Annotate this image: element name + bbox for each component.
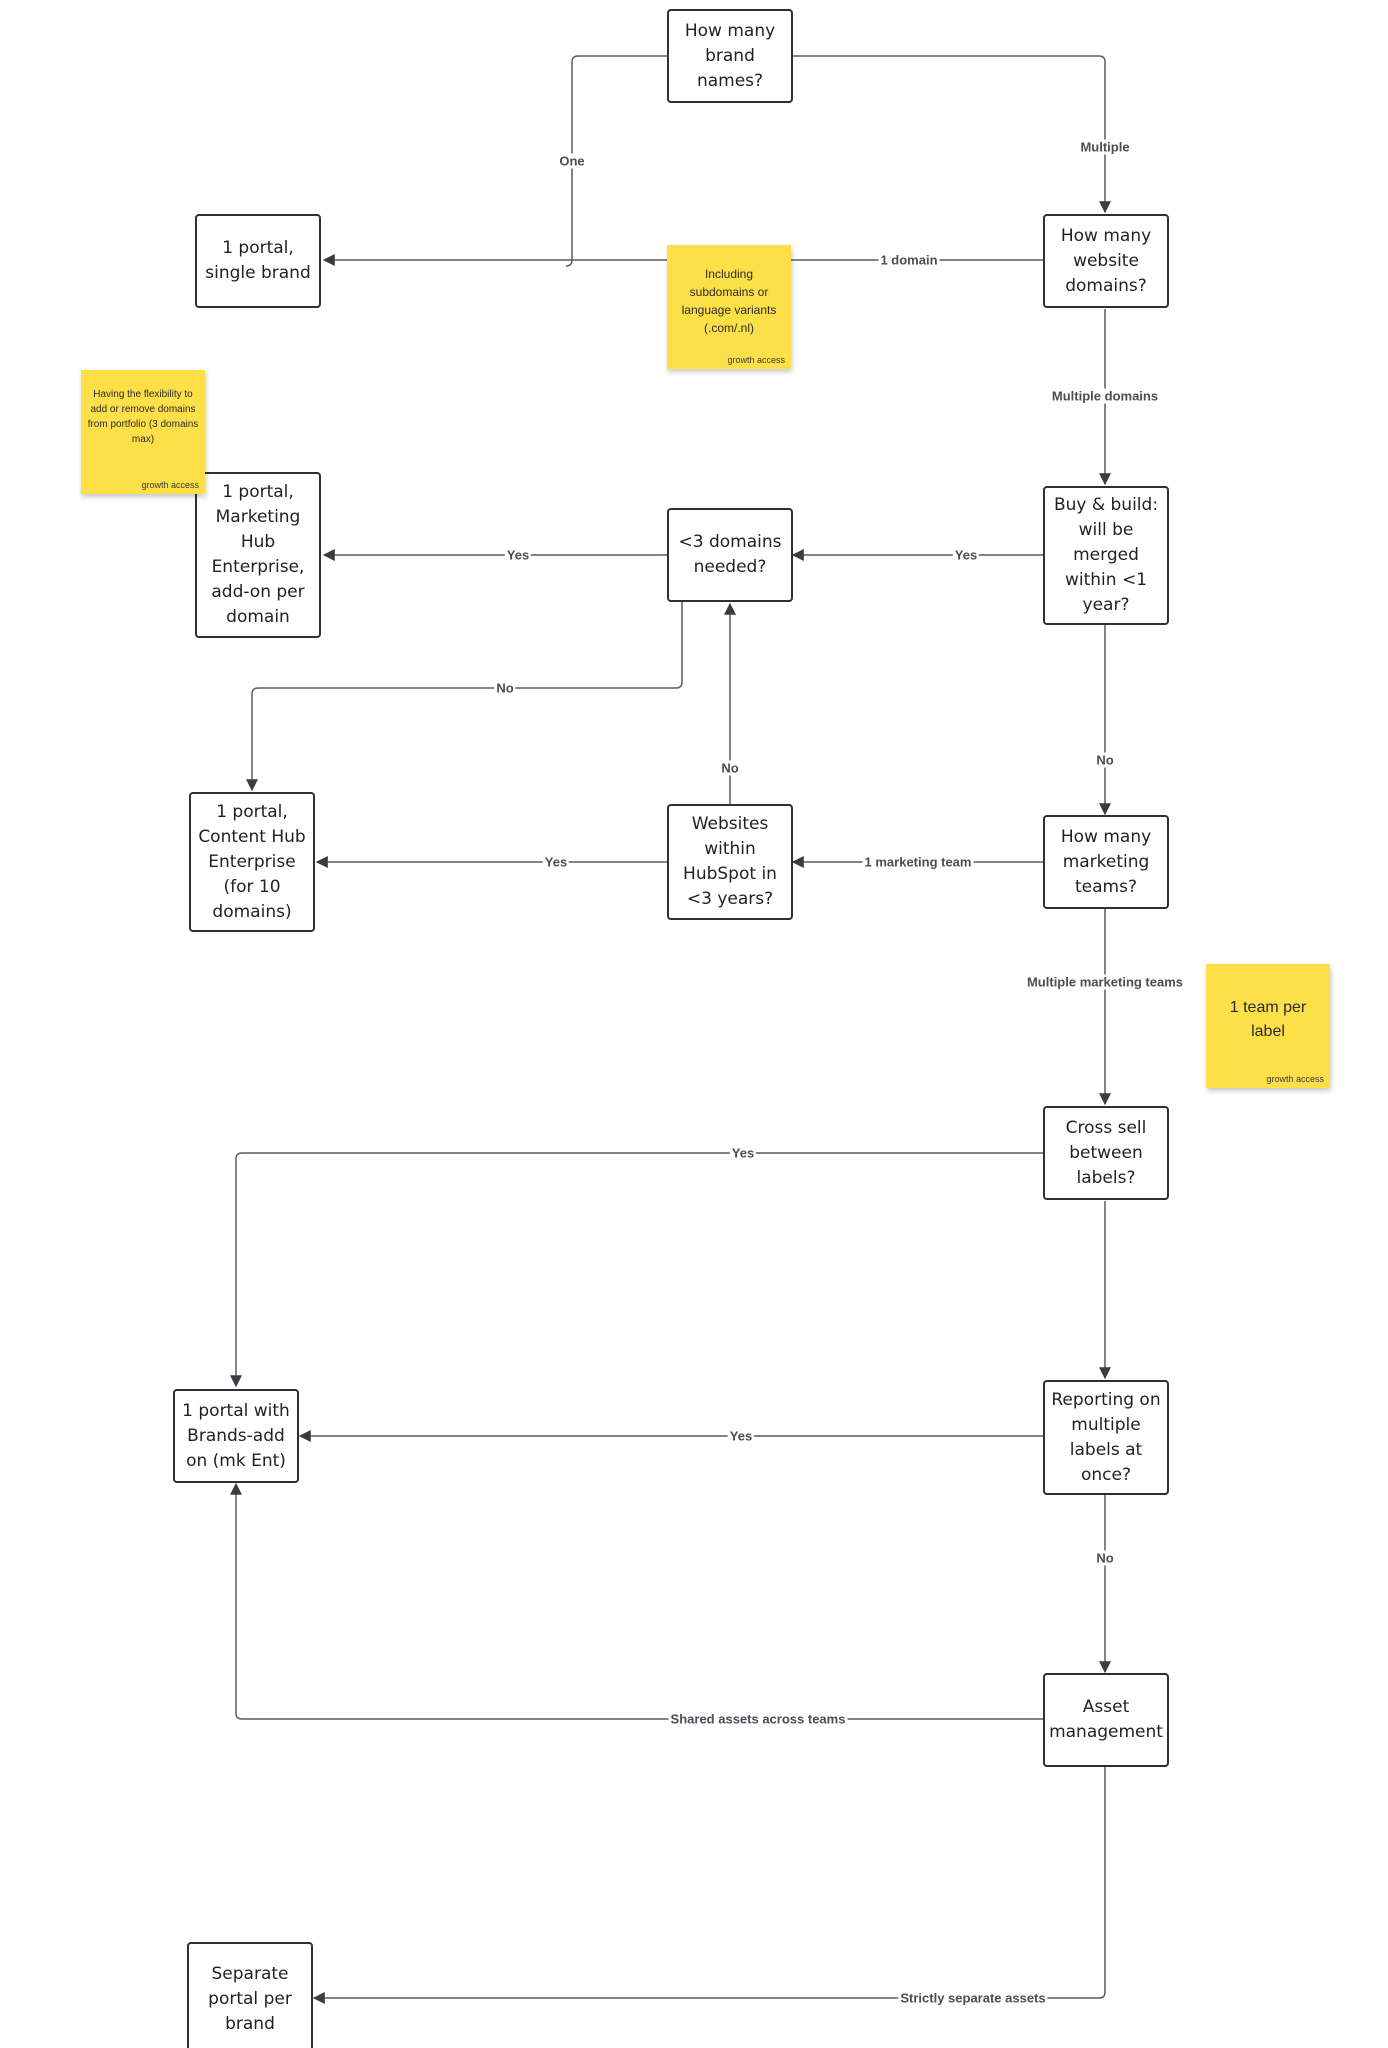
edge-label-one-domain: 1 domain [878, 252, 940, 268]
edge-label-multiple: Multiple [1078, 139, 1132, 155]
sticky-note-tag: growth access [141, 480, 199, 490]
node-content-hub[interactable]: 1 portal, Content Hub Enterprise (for 10… [189, 792, 315, 932]
sticky-note-team-per-label[interactable]: 1 team per label growth access [1206, 964, 1330, 1088]
edge-label-no-reporting: No [1094, 1550, 1116, 1566]
sticky-note-flexibility[interactable]: Having the flexibility to add or remove … [81, 370, 205, 494]
node-buy-build[interactable]: Buy & build: will be merged within <1 ye… [1043, 486, 1169, 625]
edge-label-one: One [557, 153, 587, 169]
edge-label-no-lt3: No [494, 680, 516, 696]
edge-label-one-marketing-team: 1 marketing team [862, 854, 974, 870]
edge-label-yes-reporting: Yes [727, 1428, 755, 1444]
node-single-brand[interactable]: 1 portal, single brand [195, 214, 321, 308]
edge-label-strictly-separate: Strictly separate assets [898, 1990, 1048, 2006]
edge-label-no-buy-build: No [1094, 752, 1116, 768]
edge-label-yes-buy-build: Yes [952, 547, 980, 563]
edge-label-yes-websites: Yes [542, 854, 570, 870]
edge-label-yes-lt3: Yes [504, 547, 532, 563]
edge-one [565, 55, 668, 267]
edge-label-no-websites: No [719, 760, 741, 776]
node-marketing-teams[interactable]: How many marketing teams? [1043, 815, 1169, 909]
sticky-note-tag: growth access [727, 355, 785, 365]
node-reporting[interactable]: Reporting on multiple labels at once? [1043, 1380, 1169, 1495]
node-website-domains[interactable]: How many website domains? [1043, 214, 1169, 308]
edge-strictly-separate [312, 1766, 1106, 2004]
sticky-note-text: Having the flexibility to add or remove … [87, 389, 199, 445]
edge-multiple [792, 55, 1111, 214]
sticky-note-text: Including subdomains or language variant… [681, 267, 777, 335]
edge-label-shared-assets: Shared assets across teams [668, 1711, 848, 1727]
node-asset-management[interactable]: Asset management [1043, 1673, 1169, 1767]
node-cross-sell[interactable]: Cross sell between labels? [1043, 1106, 1169, 1200]
sticky-note-subdomains[interactable]: Including subdomains or language variant… [667, 245, 791, 369]
edge-shared-assets [230, 1482, 1043, 1720]
edge-no-lt3 [246, 602, 683, 792]
node-mh-enterprise[interactable]: 1 portal, Marketing Hub Enterprise, add-… [195, 472, 321, 638]
node-lt3-domains[interactable]: <3 domains needed? [667, 508, 793, 602]
edge-label-multiple-domains: Multiple domains [1049, 388, 1161, 404]
sticky-note-tag: growth access [1266, 1074, 1324, 1084]
node-websites-hubspot[interactable]: Websites within HubSpot in <3 years? [667, 804, 793, 920]
edge-label-multiple-marketing-teams: Multiple marketing teams [1024, 974, 1186, 990]
edge-yes-cross-sell [230, 1152, 1043, 1388]
node-separate-portal[interactable]: Separate portal per brand [187, 1942, 313, 2048]
node-brands-addon[interactable]: 1 portal with Brands-add on (mk Ent) [173, 1389, 299, 1483]
edge-label-yes-cross-sell: Yes [729, 1145, 757, 1161]
node-brand-names[interactable]: How many brand names? [667, 9, 793, 103]
sticky-note-text: 1 team per label [1229, 999, 1307, 1040]
